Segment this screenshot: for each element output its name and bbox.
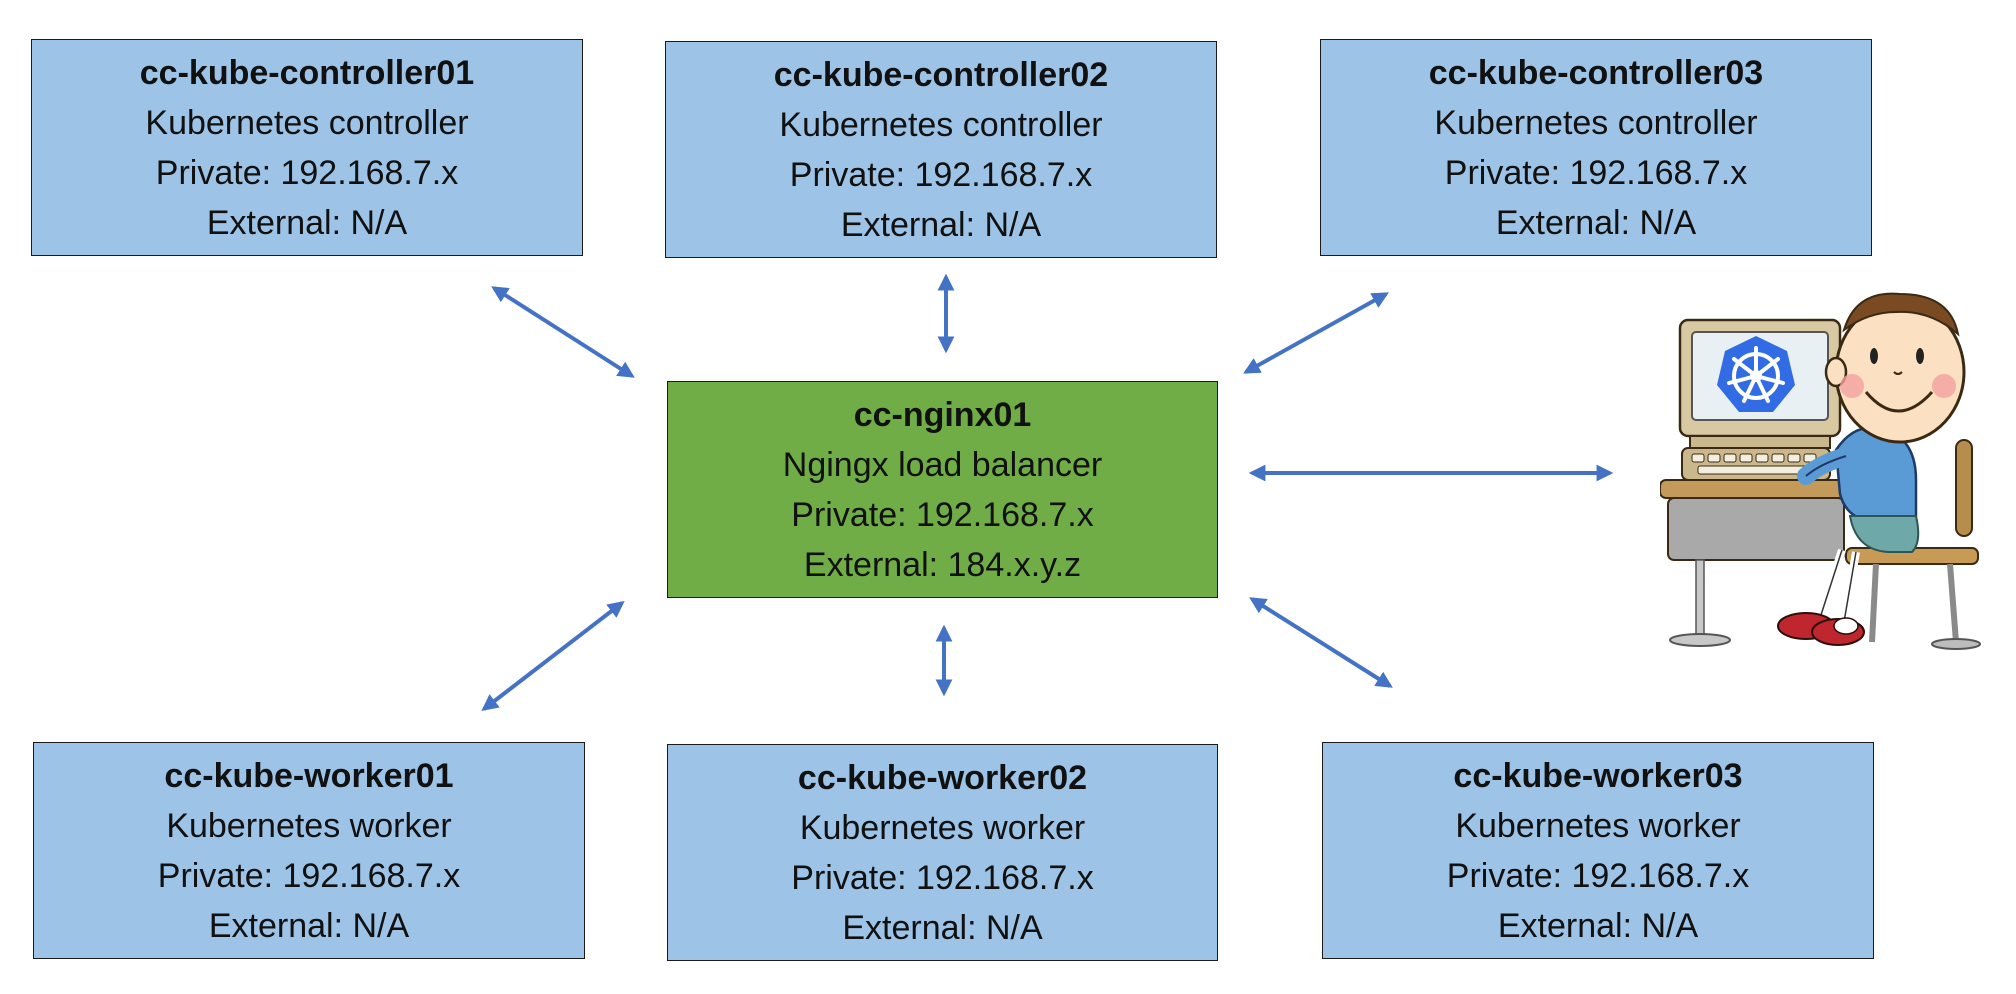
node-title: cc-kube-worker01 [164, 756, 454, 795]
node-title: cc-kube-controller03 [1428, 53, 1764, 92]
node-external-ip: External: 184.x.y.z [803, 545, 1082, 584]
node-role: Kubernetes worker [799, 808, 1086, 847]
node-controller02: cc-kube-controller02 Kubernetes controll… [665, 41, 1217, 258]
node-controller03: cc-kube-controller03 Kubernetes controll… [1320, 39, 1872, 256]
node-worker03: cc-kube-worker03 Kubernetes worker Priva… [1322, 742, 1874, 959]
person-at-computer-icon [1660, 292, 1981, 650]
node-role: Kubernetes worker [1455, 806, 1741, 845]
node-private-ip: Private: 192.168.7.x [1444, 153, 1748, 192]
node-worker02: cc-kube-worker02 Kubernetes worker Priva… [667, 744, 1218, 961]
arrow-nginx-worker03 [1249, 597, 1393, 688]
node-private-ip: Private: 192.168.7.x [789, 155, 1093, 194]
node-external-ip: External: N/A [1495, 203, 1697, 242]
node-private-ip: Private: 192.168.7.x [791, 495, 1094, 534]
node-role: Kubernetes controller [1434, 103, 1758, 142]
node-role: Kubernetes worker [166, 806, 452, 845]
node-title: cc-nginx01 [853, 395, 1032, 434]
arrow-controller01-nginx [491, 286, 635, 378]
node-title: cc-kube-controller01 [139, 53, 475, 92]
node-title: cc-kube-controller02 [773, 55, 1109, 94]
kubernetes-logo-icon [1717, 336, 1795, 412]
node-private-ip: Private: 192.168.7.x [155, 153, 459, 192]
node-external-ip: External: N/A [208, 906, 410, 945]
node-private-ip: Private: 192.168.7.x [791, 858, 1094, 897]
node-worker01: cc-kube-worker01 Kubernetes worker Priva… [33, 742, 585, 959]
node-private-ip: Private: 192.168.7.x [157, 856, 461, 895]
node-external-ip: External: N/A [206, 203, 408, 242]
node-private-ip: Private: 192.168.7.x [1446, 856, 1750, 895]
node-load-balancer: cc-nginx01 Ngingx load balancer Private:… [667, 381, 1218, 598]
arrow-controller03-nginx [1243, 292, 1389, 374]
node-external-ip: External: N/A [840, 205, 1042, 244]
arrow-nginx-worker01 [481, 600, 625, 712]
node-role: Ngingx load balancer [782, 445, 1103, 484]
node-controller01: cc-kube-controller01 Kubernetes controll… [31, 39, 583, 256]
node-external-ip: External: N/A [842, 908, 1043, 947]
node-role: Kubernetes controller [145, 103, 469, 142]
node-title: cc-kube-worker03 [1453, 756, 1743, 795]
node-external-ip: External: N/A [1497, 906, 1699, 945]
node-title: cc-kube-worker02 [797, 758, 1088, 797]
node-role: Kubernetes controller [779, 105, 1103, 144]
